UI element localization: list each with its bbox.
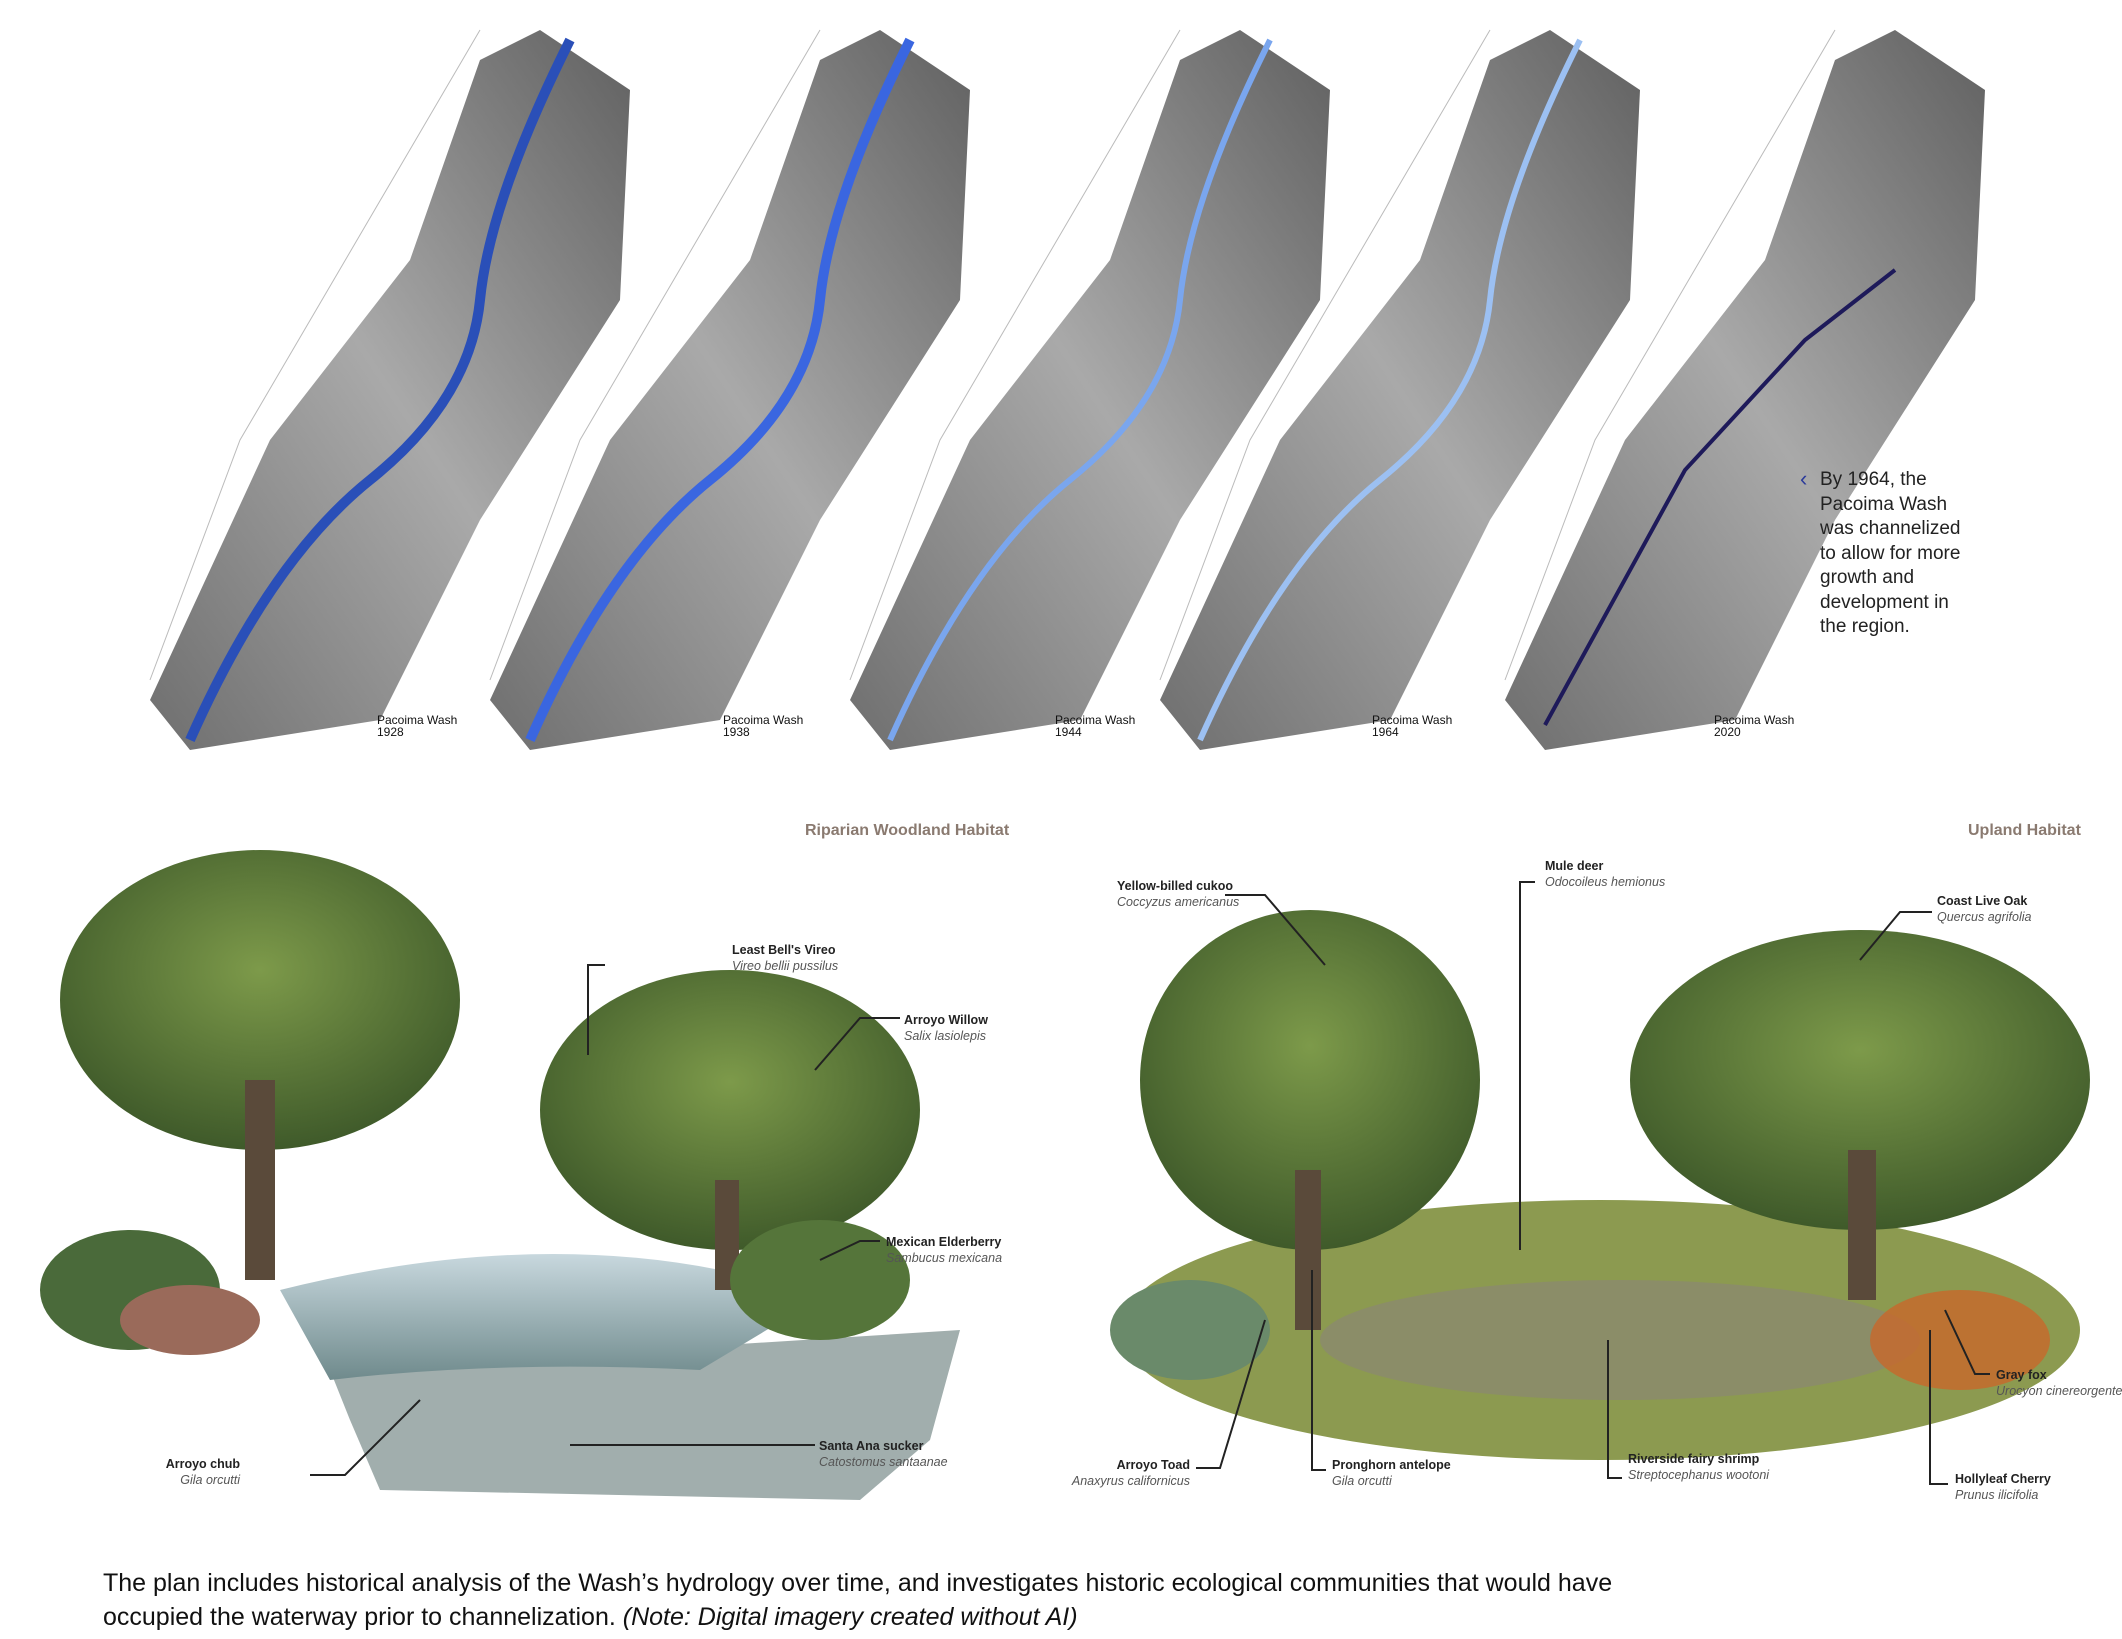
scientific-name: Coccyzus americanus xyxy=(1117,895,1240,909)
map-year: 1944 xyxy=(1055,725,1082,739)
caption: The plan includes historical analysis of… xyxy=(103,1566,1703,1634)
map-name: Pacoima Wash xyxy=(1372,713,1453,727)
map-year: 1928 xyxy=(377,725,404,739)
scientific-name: Gila orcutti xyxy=(180,1473,240,1487)
common-name: Hollyleaf Cherry xyxy=(1955,1472,2051,1486)
common-name: Riverside fairy shrimp xyxy=(1628,1452,1760,1466)
map-name: Pacoima Wash xyxy=(723,713,804,727)
common-name: Santa Ana sucker xyxy=(819,1439,924,1453)
scientific-name: Odocoileus hemionus xyxy=(1545,875,1666,889)
map-name: Pacoima Wash xyxy=(1714,713,1795,727)
common-name: Arroyo chub xyxy=(165,1457,240,1471)
historic-map-2020 xyxy=(1504,29,1985,750)
historic-map-1964 xyxy=(1159,29,1640,750)
river-channel xyxy=(185,37,575,743)
upland-illustration xyxy=(1110,910,2090,1460)
scientific-name: Urocyon cinereorgenteus xyxy=(1996,1384,2122,1398)
riparian-illustration xyxy=(40,850,960,1500)
map-year: 2020 xyxy=(1714,725,1741,739)
upland-title: Upland Habitat xyxy=(1968,822,2081,839)
river-channel xyxy=(525,37,915,743)
common-name: Coast Live Oak xyxy=(1937,894,2028,908)
historic-map-1928 xyxy=(149,29,630,750)
historic-map-1944 xyxy=(849,29,1330,750)
chevron-left-icon: ‹ xyxy=(1800,466,1808,491)
scientific-name: Catostomus santaanae xyxy=(819,1455,948,1469)
common-name: Mexican Elderberry xyxy=(886,1235,1002,1249)
scientific-name: Anaxyrus californicus xyxy=(1071,1474,1190,1488)
caption-text: The plan includes historical analysis of… xyxy=(103,1569,1613,1631)
scientific-name: Prunus ilicifolia xyxy=(1955,1488,2039,1502)
map-year: 1938 xyxy=(723,725,750,739)
scientific-name: Salix lasiolepis xyxy=(904,1029,986,1043)
map-name: Pacoima Wash xyxy=(377,713,458,727)
river-channel xyxy=(1543,268,1897,726)
scientific-name: Sambucus mexicana xyxy=(886,1251,1003,1265)
map-year: 1964 xyxy=(1372,725,1399,739)
scientific-name: Streptocephanus wootoni xyxy=(1628,1468,1770,1482)
common-name: Mule deer xyxy=(1545,859,1604,873)
historic-map-1938 xyxy=(489,29,970,750)
common-name: Gray fox xyxy=(1996,1368,2047,1382)
common-name: Arroyo Toad xyxy=(1116,1458,1190,1472)
river-channel xyxy=(887,38,1273,742)
caption-note: (Note: Digital imagery created without A… xyxy=(622,1603,1078,1631)
scientific-name: Vireo bellii pussilus xyxy=(732,959,839,973)
common-name: Least Bell's Vireo xyxy=(732,943,836,957)
common-name: Arroyo Willow xyxy=(904,1013,988,1027)
river-channel xyxy=(1197,38,1583,742)
channelization-callout: By 1964, the Pacoima Wash was channelize… xyxy=(1820,469,1961,637)
common-name: Yellow-billed cukoo xyxy=(1117,879,1233,893)
common-name: Pronghorn antelope xyxy=(1332,1458,1451,1472)
riparian-title: Riparian Woodland Habitat xyxy=(805,822,1010,839)
scientific-name: Gila orcutti xyxy=(1332,1474,1392,1488)
scientific-name: Quercus agrifolia xyxy=(1937,910,2032,924)
map-name: Pacoima Wash xyxy=(1055,713,1136,727)
